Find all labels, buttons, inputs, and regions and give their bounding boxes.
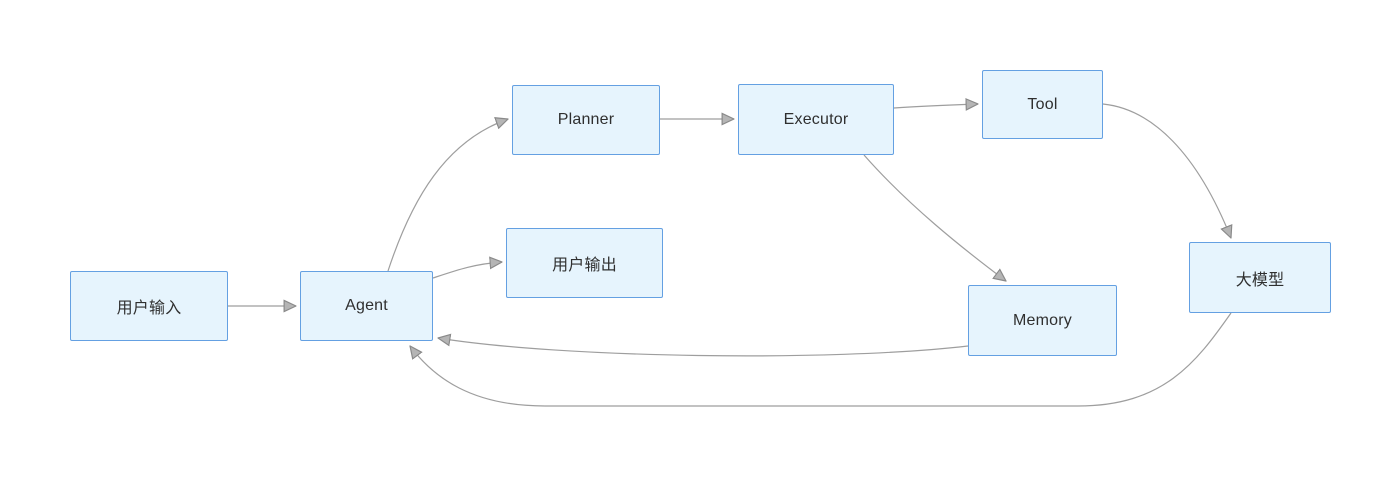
node-tool[interactable]: Tool	[982, 70, 1103, 139]
node-agent[interactable]: Agent	[300, 271, 433, 341]
node-memory-label: Memory	[1013, 311, 1072, 329]
node-planner[interactable]: Planner	[512, 85, 660, 155]
node-llm-label: 大模型	[1235, 271, 1285, 289]
edge-agent-to-planner	[387, 119, 508, 272]
node-user-input-label: 用户输入	[116, 300, 182, 317]
node-llm[interactable]: 大模型	[1189, 242, 1331, 313]
node-memory[interactable]: Memory	[968, 285, 1117, 356]
node-executor[interactable]: Executor	[738, 84, 894, 155]
node-user-input[interactable]: 用户输入	[70, 271, 228, 341]
edge-llm-to-agent	[410, 312, 1232, 407]
node-tool-label: Tool	[1027, 95, 1058, 113]
node-executor-label: Executor	[783, 110, 849, 128]
node-agent-label: Agent	[345, 297, 388, 314]
edge-executor-to-memory	[863, 154, 1006, 281]
edge-executor-to-tool	[893, 104, 978, 108]
node-user-output[interactable]: 用户输出	[506, 228, 663, 298]
node-planner-label: Planner	[557, 111, 615, 128]
node-user-output-label: 用户输出	[552, 257, 617, 274]
edge-memory-to-agent	[438, 338, 969, 357]
edge-tool-to-llm	[1102, 103, 1231, 238]
edge-agent-to-user-output	[432, 262, 502, 279]
